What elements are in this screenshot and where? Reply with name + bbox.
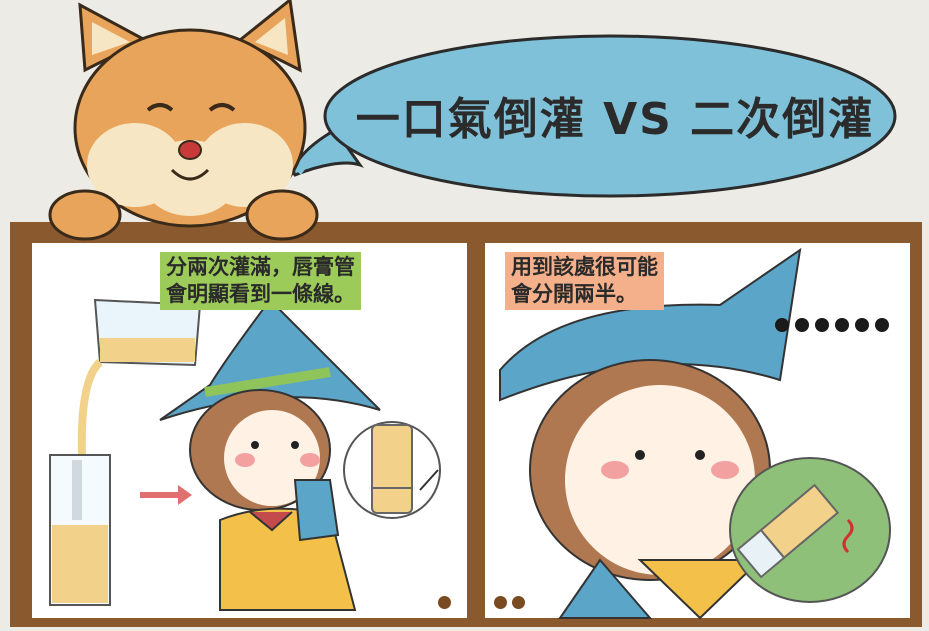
lipstick-zoom-right — [729, 457, 891, 603]
shiba-dog — [48, 0, 319, 241]
ellipsis-dot — [815, 318, 829, 332]
witch-girl-left — [159, 298, 381, 611]
caption-right-line-2: 會分開兩半。 — [511, 282, 637, 306]
caption-left: 分兩次灌滿，唇膏管 會明顯看到一條線。 — [160, 252, 361, 310]
caption-left-line-2: 會明顯看到一條線。 — [166, 282, 355, 306]
ellipsis-dot — [835, 318, 849, 332]
pitcher-illustration — [77, 298, 202, 456]
speech-bubble — [292, 34, 897, 198]
arrow-icon — [140, 485, 192, 505]
witch-girl-right — [499, 247, 802, 620]
page-indicator-dot — [438, 596, 451, 609]
ellipsis-dot — [875, 318, 889, 332]
ellipsis-dot — [795, 318, 809, 332]
lipstick-zoom-left — [343, 421, 441, 519]
speech-bubble-title: 一口氣倒灌 VS 二次倒灌 — [355, 94, 875, 145]
caption-right: 用到該處很可能 會分開兩半。 — [505, 252, 664, 310]
caption-left-line-1: 分兩次灌滿，唇膏管 — [166, 255, 355, 279]
ellipsis-dot — [855, 318, 869, 332]
page-indicator-dot — [512, 596, 525, 609]
ellipsis-dot — [775, 318, 789, 332]
caption-right-line-1: 用到該處很可能 — [511, 255, 658, 279]
page-indicator-dot — [494, 596, 507, 609]
measuring-glass — [49, 454, 111, 606]
